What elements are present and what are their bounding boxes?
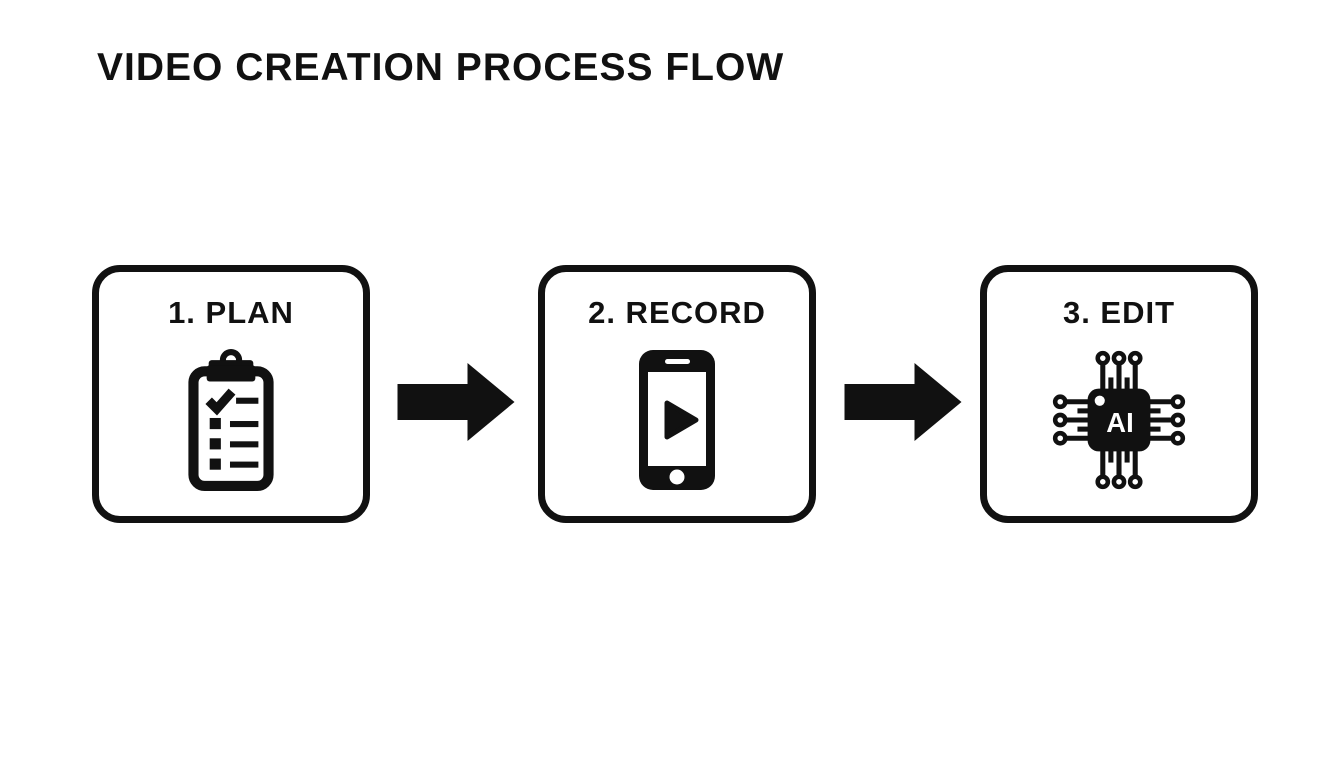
clipboard-checklist-icon <box>185 330 277 516</box>
arrow-right-icon <box>844 363 962 441</box>
step-label: 1. PLAN <box>168 295 294 330</box>
step-card-plan: 1. PLAN <box>92 265 370 523</box>
step-card-edit: 3. EDIT <box>980 265 1258 523</box>
step-label: 3. EDIT <box>1062 295 1176 330</box>
page-title: VIDEO CREATION PROCESS FLOW <box>97 46 785 89</box>
ai-chip-icon: AI <box>1050 330 1188 516</box>
step-card-record: 2. RECORD <box>538 265 816 523</box>
smartphone-play-icon <box>639 330 715 516</box>
arrow-right-icon <box>397 363 515 441</box>
step-label: 2. RECORD <box>588 295 766 330</box>
chip-label: AI <box>1106 407 1133 438</box>
